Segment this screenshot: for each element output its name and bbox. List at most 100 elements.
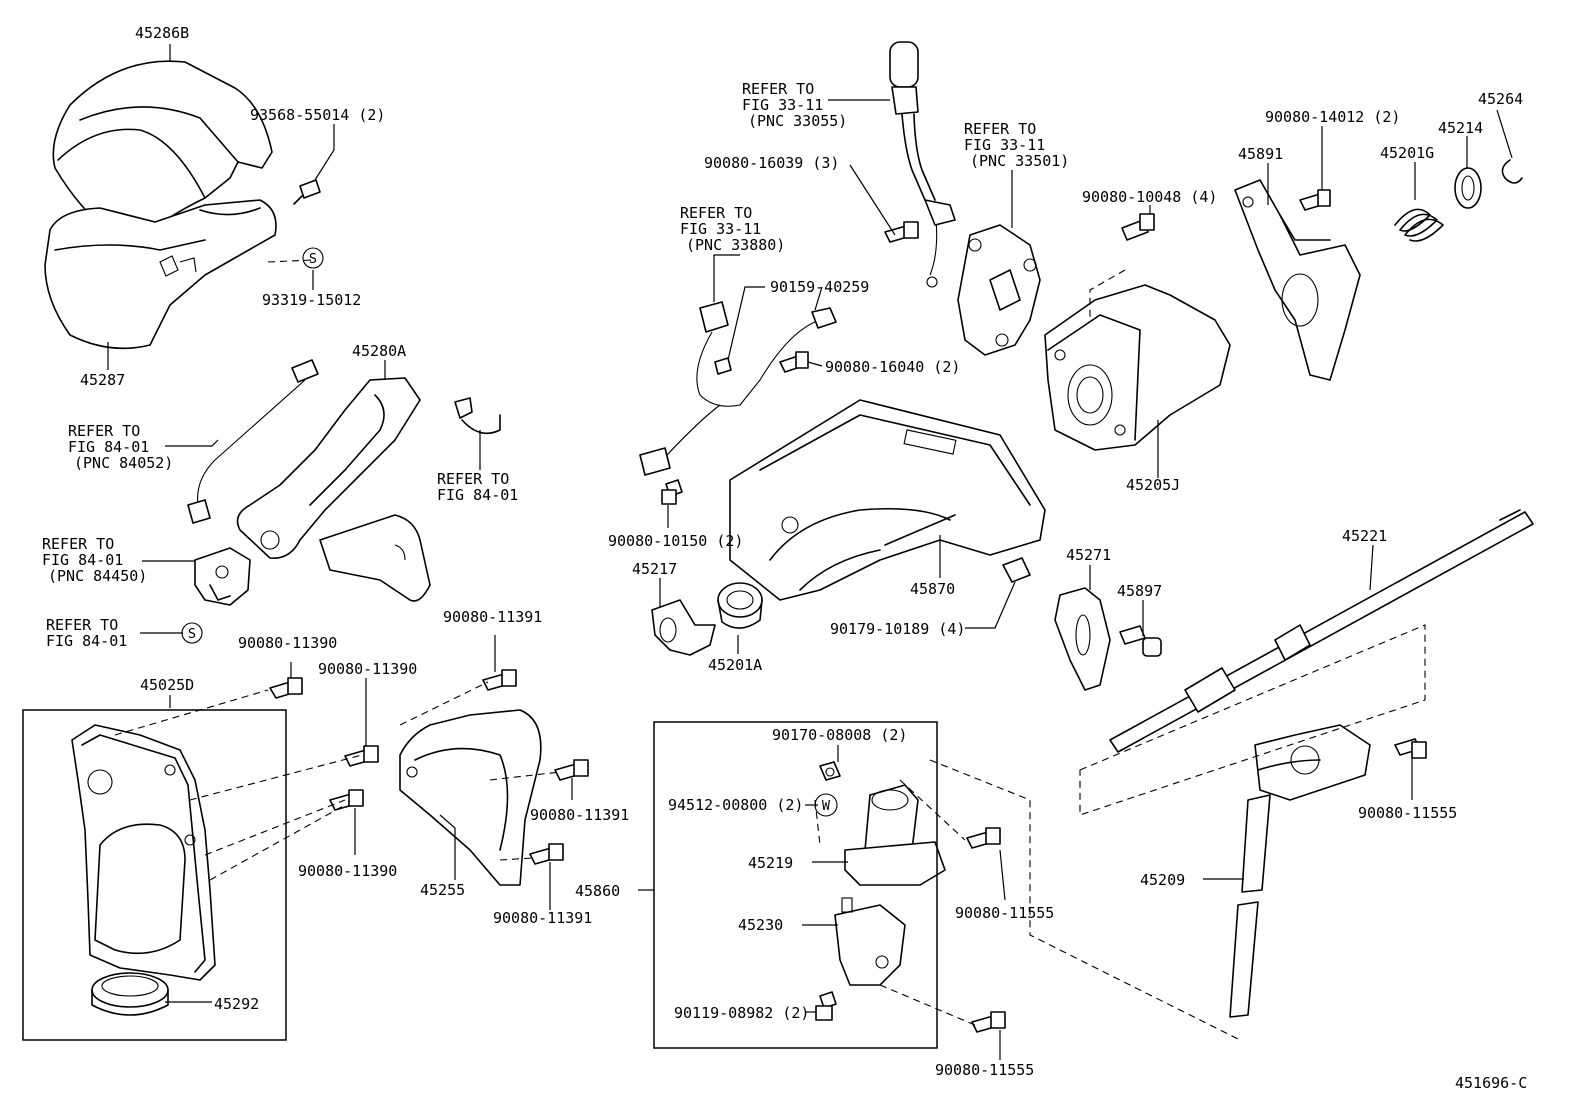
column-bracket-plate-drawing <box>399 709 542 886</box>
label-ref-84-01a-line1: REFER TO <box>437 470 509 488</box>
label-ref-33055-line1: REFER TO <box>742 80 814 98</box>
label-90179-10189: 90179-10189 (4) <box>830 620 965 638</box>
label-ref-33880-line1: REFER TO <box>680 204 752 222</box>
label-ref-84052-line2: FIG 84-01 <box>68 438 149 456</box>
label-94512-00800: 94512-00800 (2) <box>668 796 803 814</box>
label-ref-84052-line3: (PNC 84052) <box>74 454 173 472</box>
column-housing-drawing <box>1044 284 1231 451</box>
label-ref-84450-line3: (PNC 84450) <box>48 567 147 585</box>
label-45292: 45292 <box>214 995 259 1013</box>
label-ref-33501-line2: FIG 33-11 <box>964 136 1045 154</box>
spring-45201g-drawing <box>1394 208 1444 242</box>
label-45025d: 45025D <box>140 676 194 694</box>
label-ref-33880-line3: (PNC 33880) <box>686 236 785 254</box>
bracket-45217-drawing <box>651 599 716 656</box>
bolt-90080-16039-drawing <box>884 221 919 243</box>
label-45201a: 45201A <box>708 656 762 674</box>
bolt-90080-11391a-drawing <box>482 669 517 691</box>
seal-ring-drawing <box>91 972 169 1016</box>
lock-bracket-drawing <box>957 224 1041 356</box>
column-boot-drawing <box>71 724 216 981</box>
bolt-90080-11555b-drawing <box>971 1011 1006 1033</box>
bolt-45897-drawing <box>1119 625 1162 657</box>
label-45286b: 45286B <box>135 24 189 42</box>
label-45209: 45209 <box>1140 871 1185 889</box>
label-93319-15012: 93319-15012 <box>262 291 361 309</box>
label-45219: 45219 <box>748 854 793 872</box>
bolt-90080-11390c-drawing <box>329 789 364 811</box>
label-45287: 45287 <box>80 371 125 389</box>
label-93568-55014: 93568-55014 (2) <box>250 106 385 124</box>
label-45230: 45230 <box>738 916 783 934</box>
intermediate-shaft-drawing <box>1229 724 1371 1018</box>
column-bracket-drawing <box>236 377 431 602</box>
bearing-45201a-drawing <box>717 582 763 629</box>
marker-s-ref-84-01: S <box>181 622 203 644</box>
label-ref-84450-line2: FIG 84-01 <box>42 551 123 569</box>
label-90080-16039: 90080-16039 (3) <box>704 154 839 172</box>
svg-text:S: S <box>309 251 317 267</box>
label-90080-11390a: 90080-11390 <box>238 634 337 652</box>
label-90080-11555c: 90080-11555 <box>1358 804 1457 822</box>
label-45870: 45870 <box>910 580 955 598</box>
label-90159-40259: 90159-40259 <box>770 278 869 296</box>
marker-s-93319: S <box>302 247 324 269</box>
column-frame-drawing <box>729 399 1046 601</box>
label-ref-84052-line1: REFER TO <box>68 422 140 440</box>
svg-text:S: S <box>188 626 196 642</box>
label-90080-16040: 90080-16040 (2) <box>825 358 960 376</box>
label-ref-84-01b-line2: FIG 84-01 <box>46 632 127 650</box>
label-45891: 45891 <box>1238 145 1283 163</box>
bolt-90080-11390b-drawing <box>344 745 379 767</box>
bolt-90080-10150-drawing <box>661 479 683 505</box>
label-90170-08008: 90170-08008 (2) <box>772 726 907 744</box>
main-shaft-drawing <box>1109 509 1534 753</box>
label-45860: 45860 <box>575 882 620 900</box>
bolt-90080-14012-drawing <box>1299 189 1331 211</box>
bolt-90080-11390a-drawing <box>269 677 303 699</box>
label-ref-33880-line2: FIG 33-11 <box>680 220 761 238</box>
cover-screw-drawing <box>293 179 321 205</box>
leader-lines <box>107 44 1513 1060</box>
label-45214: 45214 <box>1438 119 1483 137</box>
lower-column-cover-drawing <box>44 199 277 350</box>
upper-column-cover-drawing <box>52 60 273 233</box>
label-ref-33501-line1: REFER TO <box>964 120 1036 138</box>
label-90080-11555a: 90080-11555 <box>955 904 1054 922</box>
label-90080-11555b: 90080-11555 <box>935 1061 1034 1079</box>
label-ref-84450-line1: REFER TO <box>42 535 114 553</box>
snap-ring-45264-drawing <box>1501 159 1523 184</box>
lock-bar-bracket-drawing <box>1234 179 1361 381</box>
label-45271: 45271 <box>1066 546 1111 564</box>
label-90080-10048: 90080-10048 (4) <box>1082 188 1217 206</box>
label-45221: 45221 <box>1342 527 1387 545</box>
label-90080-14012: 90080-14012 (2) <box>1265 108 1400 126</box>
assembly-45025d-box <box>22 709 287 1041</box>
bolt-90080-11555a-drawing <box>966 827 1001 849</box>
label-90080-11391c: 90080-11391 <box>493 909 592 927</box>
label-90080-11391a: 90080-11391 <box>443 608 542 626</box>
label-45255: 45255 <box>420 881 465 899</box>
svg-text:W: W <box>822 798 831 814</box>
bolt-90080-16040-drawing <box>779 351 809 373</box>
bracket-45230-drawing <box>834 897 906 986</box>
label-ref-84-01b-line1: REFER TO <box>46 616 118 634</box>
assembly-dashed-lines <box>114 259 1426 1041</box>
label-45897: 45897 <box>1117 582 1162 600</box>
label-45205j: 45205J <box>1126 476 1180 494</box>
label-45264: 45264 <box>1478 90 1523 108</box>
marker-w-94512: W <box>814 793 838 817</box>
label-45217: 45217 <box>632 560 677 578</box>
clip-84-01-drawing <box>454 397 501 435</box>
figure-id: 451696-C <box>1455 1074 1527 1092</box>
label-90080-11390c: 90080-11390 <box>298 862 397 880</box>
assembly-45860-box <box>653 721 938 1049</box>
bolt-90080-11555c-drawing <box>1394 738 1427 759</box>
label-ref-33055-line3: (PNC 33055) <box>748 112 847 130</box>
bolt-90080-10048-drawing <box>1121 213 1155 241</box>
bolt-90119-08982-drawing <box>815 991 837 1021</box>
label-90119-08982: 90119-08982 (2) <box>674 1004 809 1022</box>
label-45201g: 45201G <box>1380 144 1434 162</box>
bolt-90080-11391b-drawing <box>554 759 589 781</box>
